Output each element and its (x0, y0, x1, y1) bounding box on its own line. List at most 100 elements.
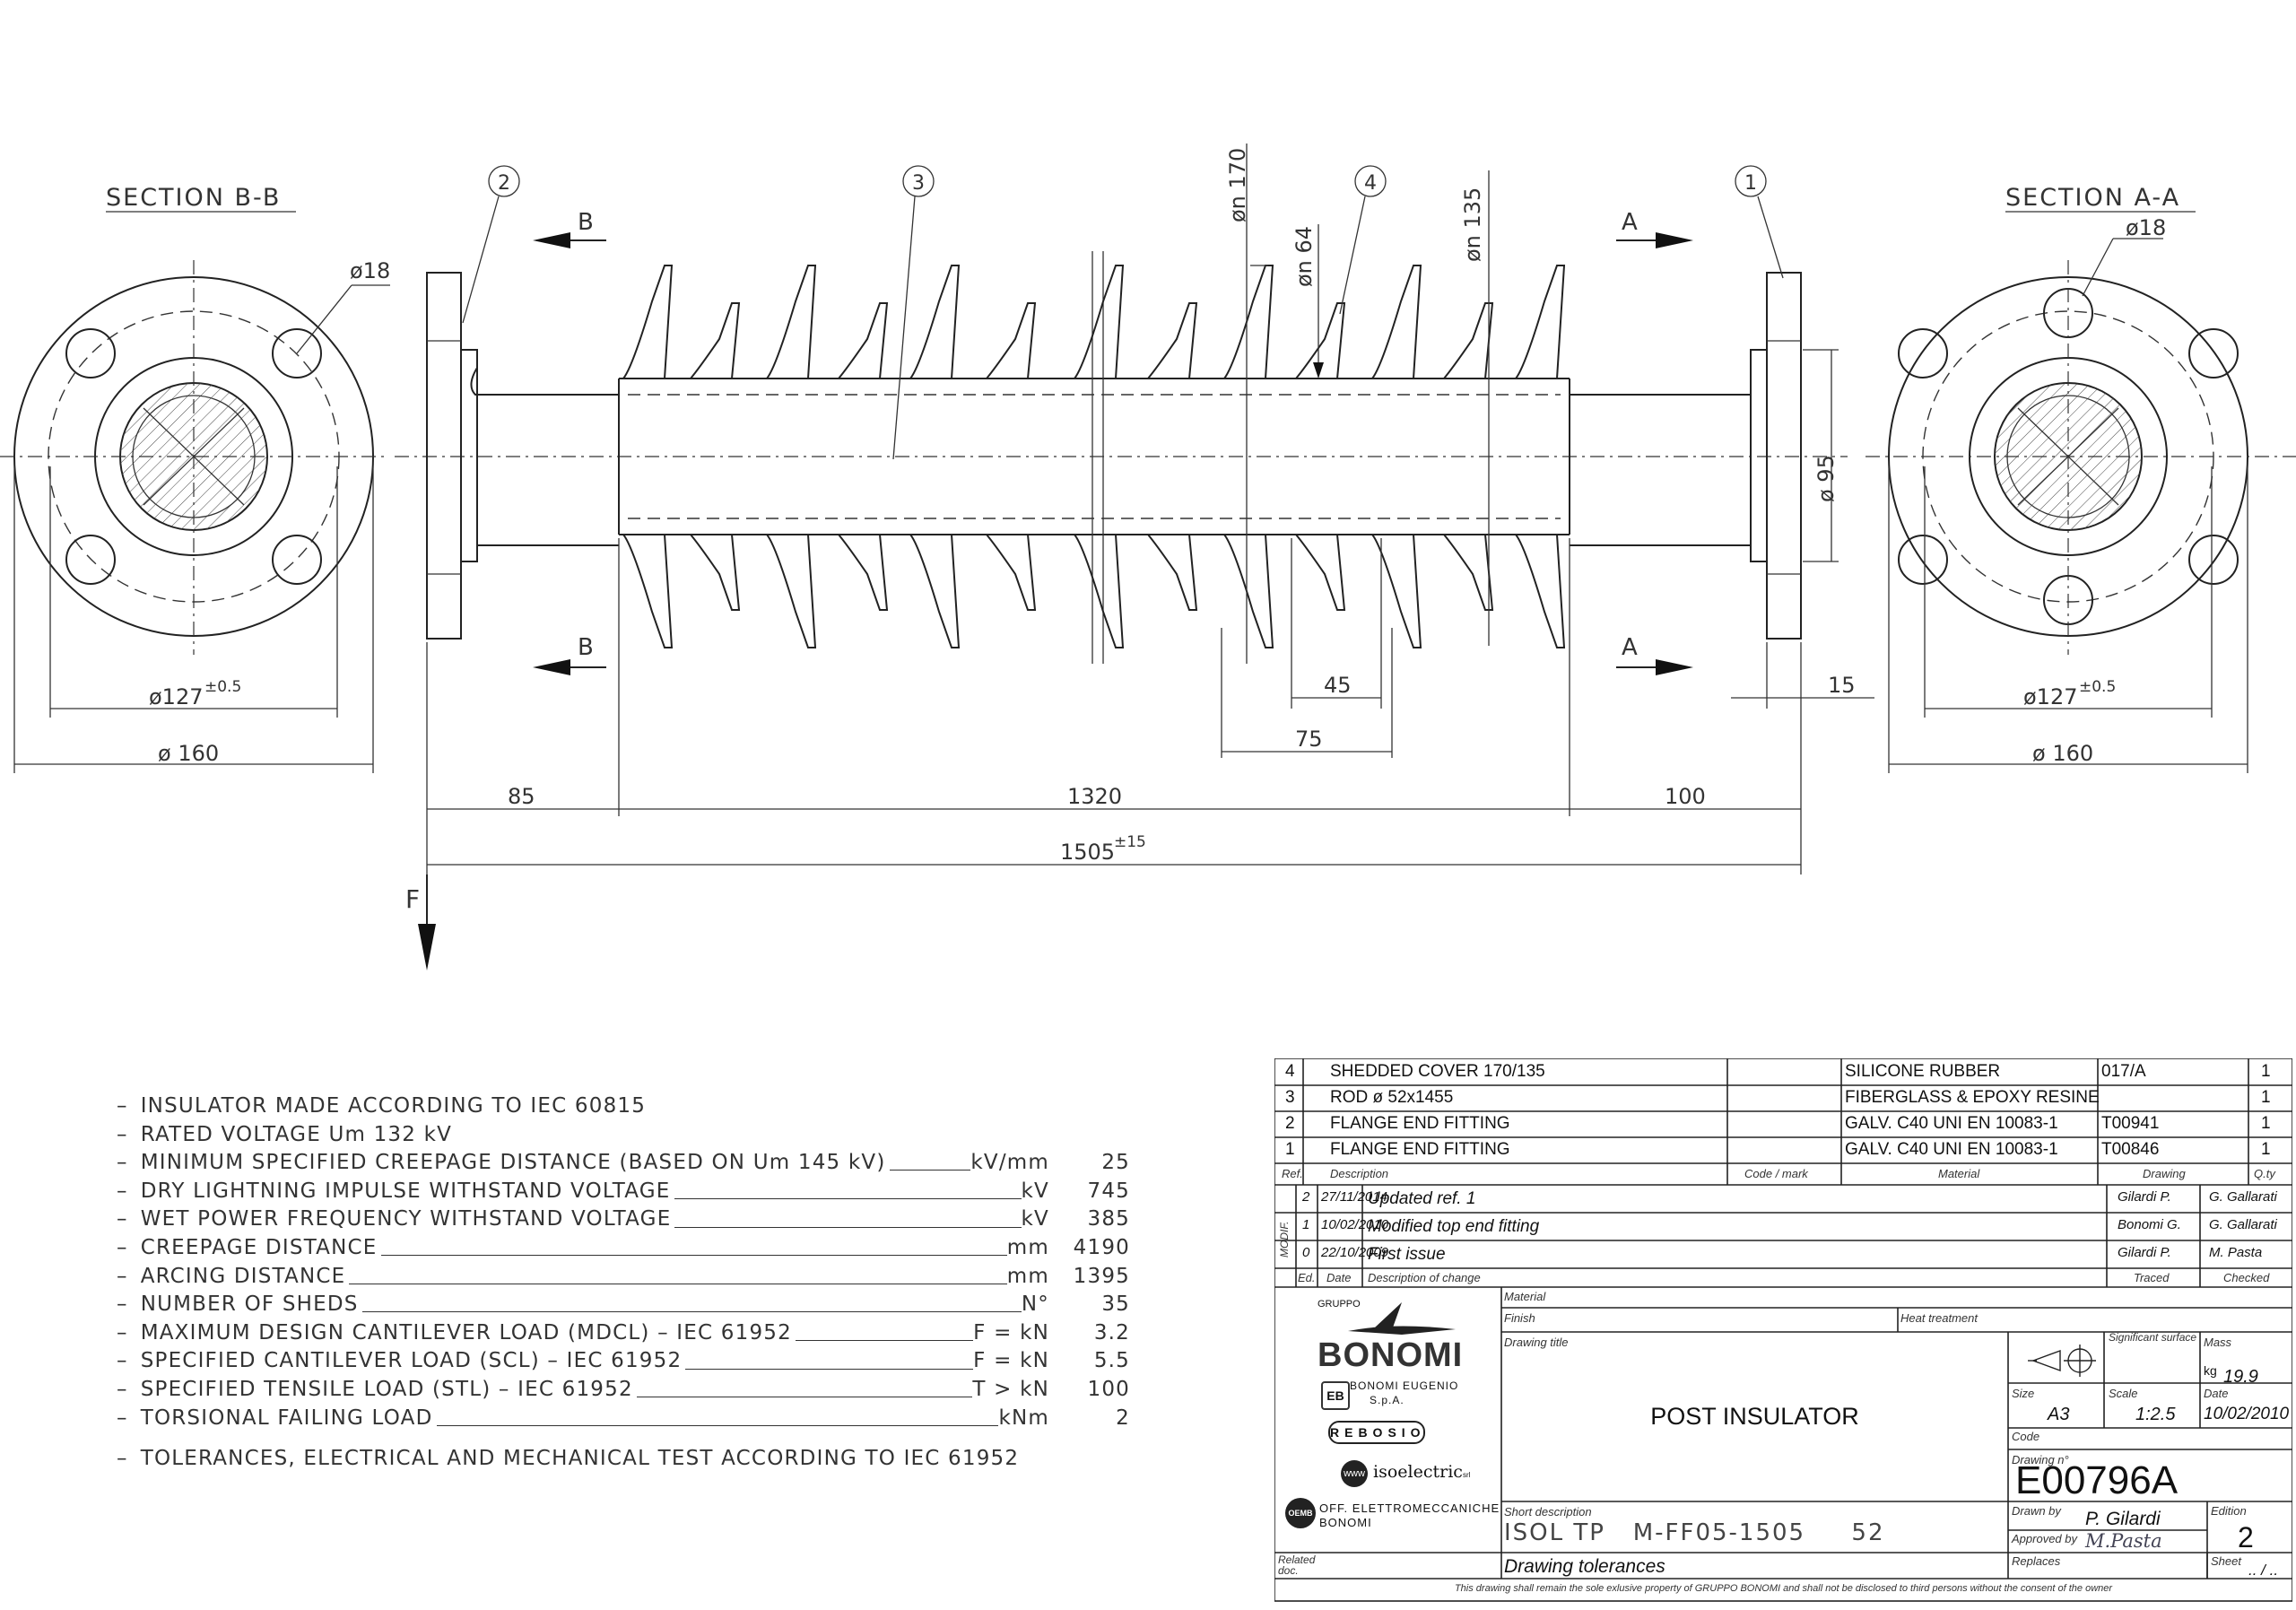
note-item: –TOLERANCES, ELECTRICAL AND MECHANICAL T… (117, 1445, 1130, 1474)
note-item: –MAXIMUM DESIGN CANTILEVER LOAD (MDCL) –… (117, 1319, 1130, 1348)
note-dash: – (117, 1122, 128, 1146)
mass-value: 19.9 (2223, 1367, 2258, 1387)
logo-spa: S.p.A. (1370, 1394, 1405, 1406)
label-short-description: Short description (1504, 1505, 1592, 1519)
label-date: Date (2204, 1387, 2229, 1400)
shed-core-dia: øn 64 (1292, 226, 1317, 287)
section-marker-a-top: A (1616, 209, 1693, 248)
bom-ref: 2 (1285, 1114, 1295, 1133)
od-right: ø 160 (2032, 741, 2093, 766)
label-sheet: Sheet (2211, 1554, 2241, 1568)
logo-gruppo: GRUPPO (1318, 1299, 1361, 1310)
middle-length: 1320 (1067, 784, 1122, 809)
note-dash: – (117, 1264, 128, 1288)
shed (1371, 265, 1422, 648)
note-text: CREEPAGE DISTANCE (140, 1235, 378, 1259)
note-unit: N° (1021, 1292, 1049, 1317)
bom-ref: 4 (1285, 1062, 1295, 1081)
bom-head-desc: Description (1330, 1167, 1389, 1180)
logo-group: GRUPPO BONOMI EB BONOMI EUGENIO S.p.A. R… (1282, 1293, 1500, 1549)
note-text: DRY LIGHTNING IMPULSE WITHSTAND VOLTAGE (140, 1179, 671, 1203)
drawing-tolerances: Drawing tolerances (1504, 1556, 1665, 1577)
pcd-tol-right: ±0.5 (2079, 678, 2116, 696)
section-marker-b-top: B (533, 209, 606, 248)
shed (622, 265, 674, 648)
shed (1147, 302, 1198, 611)
note-unit: kV/mm (970, 1151, 1049, 1175)
note-text: SPECIFIED TENSILE LOAD (STL) – IEC 61952 (140, 1377, 633, 1401)
bom-material: GALV. C40 UNI EN 10083-1 (1845, 1114, 2058, 1133)
rev-head-checked: Checked (2223, 1271, 2270, 1284)
drawing-title: POST INSULATOR (1650, 1403, 1859, 1430)
logo-isoelectric: isoelectric (1373, 1462, 1463, 1482)
overall-tol: ±15 (1114, 833, 1146, 851)
rev-ed: 1 (1302, 1217, 1310, 1232)
svg-text:B: B (578, 634, 594, 661)
balloon-4: 4 (1339, 165, 1387, 315)
note-text: RATED VOLTAGE Um 132 kV (140, 1122, 453, 1146)
rev-desc: Modified top end fitting (1368, 1217, 1540, 1236)
rev-date: 27/11/2014 (1321, 1189, 1387, 1205)
note-dash: – (117, 1320, 128, 1345)
label-heat-treatment: Heat treatment (1900, 1311, 1978, 1325)
note-value: 2 (1116, 1405, 1130, 1430)
note-dash: – (117, 1292, 128, 1317)
note-text: TORSIONAL FAILING LOAD (140, 1405, 433, 1430)
note-unit: kV (1021, 1179, 1049, 1203)
bom-head-drawing: Drawing (2143, 1167, 2186, 1180)
label-size: Size (2012, 1387, 2035, 1400)
approved-by: M.Pasta (2085, 1530, 2162, 1552)
svg-text:3: 3 (912, 172, 925, 195)
note-item: –SPECIFIED TENSILE LOAD (STL) – IEC 6195… (117, 1376, 1130, 1405)
bom-head-ref: Ref. (1282, 1167, 1303, 1180)
note-dash: – (117, 1349, 128, 1373)
bom-drawing: 017/A (2101, 1062, 2146, 1081)
note-leader (685, 1368, 974, 1370)
bom-description: SHEDDED COVER 170/135 (1330, 1062, 1545, 1081)
bom-qty: 1 (2261, 1140, 2271, 1159)
note-leader (361, 1311, 1022, 1313)
section-bb-label: SECTION B-B (106, 184, 281, 212)
size-value: A3 (2048, 1405, 2070, 1424)
label-mass: Mass (2204, 1336, 2232, 1349)
note-leader (674, 1226, 1022, 1228)
label-approved-by: Approved by (2012, 1532, 2077, 1545)
label-significant-surface: Significant surface (2109, 1331, 2197, 1344)
projection-symbol (2028, 1345, 2096, 1377)
label-material: Material (1504, 1290, 1546, 1303)
logo-off-elettro: OFF. ELETTROMECCANICHE (1319, 1501, 1500, 1515)
bom-ref: 1 (1285, 1140, 1295, 1159)
note-unit: F = kN (973, 1320, 1049, 1345)
note-value: 385 (1087, 1207, 1130, 1231)
note-text: NUMBER OF SHEDS (140, 1292, 359, 1317)
shed (1223, 265, 1274, 648)
logo-srl: srl (1463, 1471, 1471, 1479)
section-marker-a-bottom: A (1616, 634, 1693, 675)
shed-pitch-large: 75 (1295, 727, 1323, 752)
note-text: MINIMUM SPECIFIED CREEPAGE DISTANCE (BAS… (140, 1151, 886, 1175)
technical-notes: –INSULATOR MADE ACCORDING TO IEC 60815–R… (117, 1092, 1130, 1474)
svg-text:4: 4 (1364, 172, 1377, 195)
bom-drawing: T00846 (2101, 1140, 2160, 1159)
section-aa-label: SECTION A-A (2005, 184, 2180, 212)
pcd-right: ø127 (2023, 684, 2078, 709)
end-left-length: 85 (508, 784, 535, 809)
shed-pitch-small: 45 (1324, 673, 1352, 698)
rev-date: 22/10/2009 (1321, 1245, 1389, 1260)
note-text: TOLERANCES, ELECTRICAL AND MECHANICAL TE… (140, 1447, 1020, 1471)
modif-label: MODIF. (1278, 1221, 1291, 1258)
shed-small-dia: øn 135 (1460, 187, 1485, 262)
label-finish: Finish (1504, 1311, 1535, 1325)
bom-qty: 1 (2261, 1088, 2271, 1107)
shed (1515, 265, 1566, 648)
balloon-2: 2 (462, 165, 520, 324)
note-dash: – (117, 1235, 128, 1259)
label-edition: Edition (2211, 1504, 2247, 1518)
svg-text:A: A (1622, 634, 1638, 661)
bom-drawing: T00941 (2101, 1114, 2160, 1133)
shed (690, 302, 741, 611)
note-unit: kNm (998, 1405, 1049, 1430)
